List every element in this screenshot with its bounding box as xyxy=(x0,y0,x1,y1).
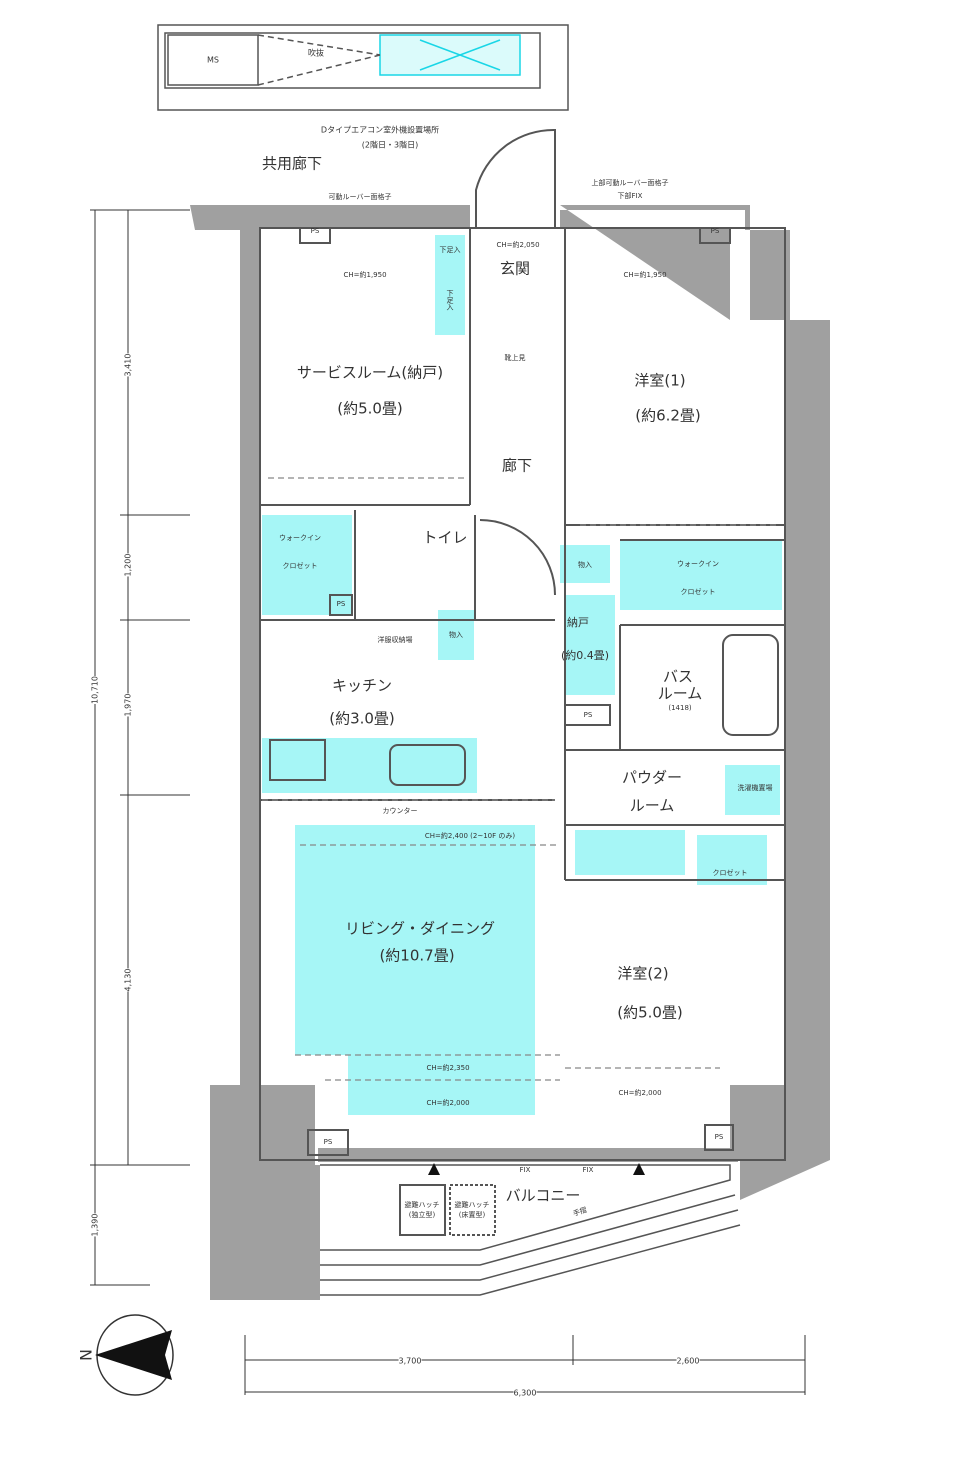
ld-ch3: CH=約2,000 xyxy=(426,1099,470,1107)
shaft-label: 吹抜 xyxy=(308,48,324,58)
entrance-ch: CH=約2,050 xyxy=(496,241,540,249)
louver-right-label: 上部可動ルーバー面格子 xyxy=(591,179,669,187)
ld-ch2: CH=約2,350 xyxy=(426,1064,470,1072)
shoe-box-label: 下足入 xyxy=(446,289,454,311)
powder-name-1: パウダー xyxy=(621,768,683,787)
dimension-vertical: 4,130 xyxy=(123,968,133,992)
dimension-vertical: 1,200 xyxy=(123,553,133,577)
entrance-name: 玄関 xyxy=(499,259,531,278)
dimension-vertical: 1,970 xyxy=(123,693,133,717)
wic-left-label-2: クロゼット xyxy=(282,562,318,570)
ps-label: PS xyxy=(310,227,320,235)
service-room-ch: CH=約1,950 xyxy=(343,271,387,279)
bath-name-1: バス xyxy=(662,667,694,686)
ld-size: (約10.7畳) xyxy=(379,946,455,965)
step-label: 靴上見 xyxy=(504,354,526,362)
shoe-box-label: 下足入 xyxy=(439,246,461,254)
balcony-outline xyxy=(320,1164,741,1296)
interior-walls xyxy=(259,128,786,1236)
aircon-note: Dタイプエアコン室外機設置場所 xyxy=(320,125,440,135)
dimension-horizontal: 2,600 xyxy=(676,1356,700,1366)
hatch-label: 避難ハッチ(独立型) xyxy=(404,1201,440,1219)
service-room-name: サービスルーム(納戸) xyxy=(296,363,444,382)
service-room-size: (約5.0畳) xyxy=(337,399,403,418)
nando-size: (約0.4畳) xyxy=(560,649,610,662)
bath-size: (1418) xyxy=(668,704,692,712)
window-triangle-icon xyxy=(633,1163,645,1175)
western1-size: (約6.2畳) xyxy=(635,406,701,425)
dimension-total-vertical: 10,710 xyxy=(90,676,100,704)
storage-label: 物入 xyxy=(449,631,463,639)
ld-ch1: CH=約2,400 (2~10F のみ) xyxy=(424,832,516,840)
corridor-label: 廊下 xyxy=(501,456,533,475)
ceiling-lines xyxy=(262,477,780,1081)
ps-label: PS xyxy=(714,1133,724,1141)
compass-north-label: N xyxy=(76,1349,96,1361)
western2-ch: CH=約2,000 xyxy=(618,1089,662,1097)
ps-label: PS xyxy=(323,1138,333,1146)
dimension-lines xyxy=(90,209,806,1395)
closet-label: クロゼット xyxy=(712,869,748,877)
wic-left-label-1: ウォークイン xyxy=(279,534,321,542)
common-corridor-label: 共用廊下 xyxy=(261,154,323,173)
ps-label: PS xyxy=(710,227,720,235)
fix-label: FIX xyxy=(519,1166,531,1174)
storage-label: 物入 xyxy=(578,561,592,569)
toilet-label: トイレ xyxy=(422,528,468,547)
ld-name: リビング・ダイニング xyxy=(344,919,496,938)
dimension-vertical: 3,410 xyxy=(123,353,133,377)
fix-label: FIX xyxy=(582,1166,594,1174)
washer-label: 洋服収納場 xyxy=(377,636,413,644)
balcony-label: バルコニー xyxy=(505,1186,581,1205)
kitchen-name: キッチン xyxy=(331,676,393,695)
counter-label: カウンター xyxy=(382,807,418,815)
western1-name: 洋室(1) xyxy=(634,371,686,390)
ps-label: PS xyxy=(583,711,593,719)
nando-name: 納戸 xyxy=(567,616,589,629)
ms-label: MS xyxy=(207,55,219,65)
louver-left-label: 可動ルーバー面格子 xyxy=(328,193,392,201)
powder-name-2: ルーム xyxy=(629,796,675,815)
bath-name-2: ルーム xyxy=(657,684,703,703)
laundry-label: 洗濯機置場 xyxy=(737,784,773,792)
hatch-label: 避難ハッチ(床置型) xyxy=(454,1201,490,1219)
aircon-floors: (2階日・3階日) xyxy=(361,140,419,150)
compass-icon xyxy=(95,1314,174,1396)
western2-size: (約5.0畳) xyxy=(617,1003,683,1022)
dimension-horizontal: 3,700 xyxy=(398,1356,422,1366)
kitchen-size: (約3.0畳) xyxy=(329,709,395,728)
window-triangle-icon xyxy=(428,1163,440,1175)
wic-right-label-1: ウォークイン xyxy=(677,560,719,568)
ps-label: PS xyxy=(336,600,346,608)
wic-right-label-2: クロゼット xyxy=(680,588,716,596)
western2-name: 洋室(2) xyxy=(617,964,669,983)
western1-ch: CH=約1,950 xyxy=(623,271,667,279)
top-aircon-area xyxy=(157,24,569,111)
louver-right-sub: 下部FIX xyxy=(617,192,643,200)
dimension-total-horizontal: 6,300 xyxy=(513,1388,537,1398)
cyan-areas xyxy=(262,235,782,1115)
dimension-vertical: 1,390 xyxy=(90,1213,100,1237)
